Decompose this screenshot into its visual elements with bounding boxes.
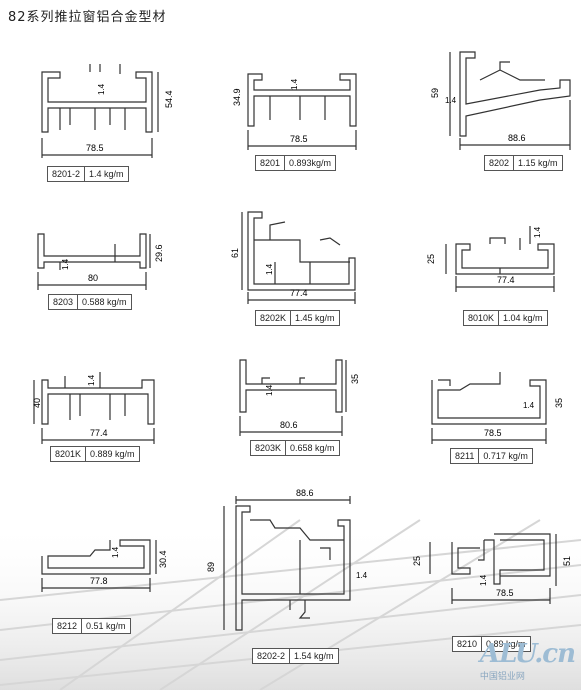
dimension-height: 61 [230,248,240,258]
profile-model: 8203 [53,297,74,307]
profile-label-8210: 8210 0.89 kg/m [452,636,531,652]
dimension-height: 35 [350,374,360,384]
dimension-wall: 1.4 [356,571,368,580]
profile-model: 8202K [260,313,287,323]
profile-weight: 1.45 kg/m [290,311,339,325]
dimension-width: 78.5 [290,134,308,144]
profile-weight: 0.51 kg/m [81,619,130,633]
watermark: ALU.cn 中国铝业网 [479,639,576,682]
dimension-wall: 1.4 [265,384,274,396]
profile-model: 8212 [57,621,78,631]
dimension-height: 34.9 [232,88,242,106]
dimension-height: 35 [554,398,564,408]
profile-model: 8202-2 [257,651,286,661]
profile-weight: 1.4 kg/m [84,167,128,181]
dimension-height-2: 25 [412,556,422,566]
profile-label-8202-2: 8202-2 1.54 kg/m [252,648,339,664]
dimension-height: 54.4 [164,90,174,108]
dimension-wall: 1.4 [265,263,274,275]
dimension-height: 51 [562,556,572,566]
dimension-width: 88.6 [508,133,526,143]
dimension-width: 88.6 [296,488,314,498]
profile-model: 8203K [255,443,282,453]
dimension-width: 77.4 [90,428,108,438]
profile-weight: 0.588 kg/m [77,295,131,309]
profile-label-8203K: 8203K 0.658 kg/m [250,440,340,456]
dimension-wall: 1.4 [61,258,70,270]
dimension-wall: 1.4 [445,96,457,105]
profile-weight: 0.89 kg/m [481,637,530,651]
profile-label-8211: 8211 0.717 kg/m [450,448,533,464]
profile-weight: 1.04 kg/m [498,311,547,325]
dimension-width: 80 [88,273,98,283]
profile-label-8201K: 8201K 0.889 kg/m [50,446,140,462]
dimension-wall: 1.4 [523,401,535,410]
profile-weight: 0.658 kg/m [285,441,339,455]
profile-model: 8010K [468,313,495,323]
dimension-height: 29.6 [154,244,164,262]
watermark-logo: ALU.cn [479,639,576,669]
profile-label-8202: 8202 1.15 kg/m [484,155,563,171]
profile-label-8202K: 8202K 1.45 kg/m [255,310,340,326]
dimension-width: 77.4 [497,275,515,285]
dimension-height: 40 [32,398,42,408]
profile-weight: 0.893kg/m [284,156,335,170]
watermark-subtitle: 中国铝业网 [479,671,525,681]
dimension-wall: 1.4 [111,546,120,558]
dimension-wall: 1.4 [290,78,299,90]
profile-weight: 1.15 kg/m [513,156,562,170]
dimension-width: 77.4 [290,288,308,298]
profile-label-8010K: 8010K 1.04 kg/m [463,310,548,326]
dimension-wall: 1.4 [87,374,96,386]
dimension-wall: 1.4 [533,226,542,238]
profile-label-8201: 8201 0.893kg/m [255,155,337,171]
dimension-height: 30.4 [158,550,168,568]
profile-weight: 1.54 kg/m [289,649,338,663]
page-title: 82系列推拉窗铝合金型材 [8,10,167,25]
profile-label-8201-2: 8201-2 1.4 kg/m [47,166,129,182]
profile-model: 8201 [260,158,281,168]
dimension-wall: 1.4 [479,574,488,586]
profile-model: 8201K [55,449,82,459]
dimension-width: 77.8 [90,576,108,586]
dimension-width: 80.6 [280,420,298,430]
dimension-width: 78.5 [484,428,502,438]
dimension-height: 89 [206,562,216,572]
dimension-width: 78.5 [86,143,104,153]
profile-label-8212: 8212 0.51 kg/m [52,618,131,634]
profile-weight: 0.717 kg/m [478,449,532,463]
profile-model: 8211 [455,451,475,461]
profile-model: 8210 [457,639,478,649]
profile-weight: 0.889 kg/m [85,447,139,461]
profile-model: 8202 [489,158,510,168]
profile-model: 8201-2 [52,169,81,179]
dimension-height: 25 [426,254,436,264]
profile-label-8203: 8203 0.588 kg/m [48,294,132,310]
dimension-height: 59 [430,88,440,98]
dimension-width: 78.5 [496,588,514,598]
dimension-wall: 1.4 [97,83,106,95]
